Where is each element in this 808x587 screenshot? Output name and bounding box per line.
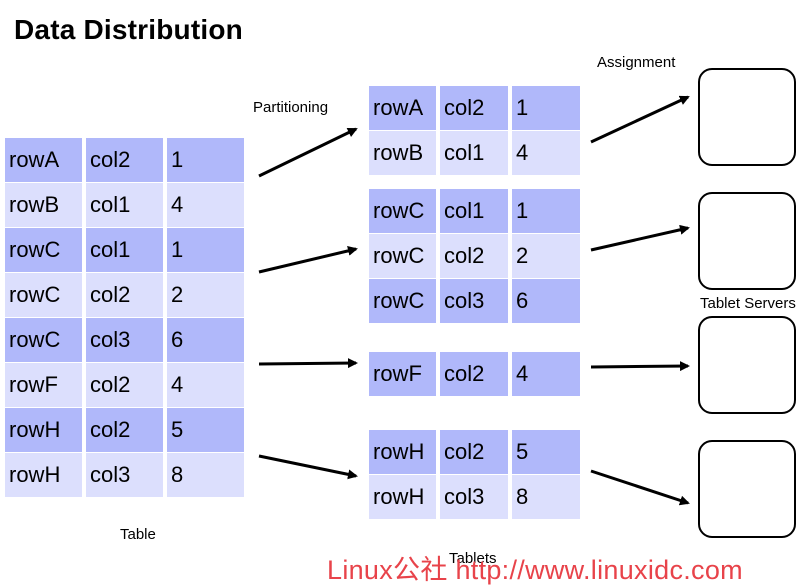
source-table: rowA col2 1 rowB col1 4 rowC col1 1 rowC…	[5, 138, 244, 497]
value-cell: 5	[512, 430, 580, 474]
tablets-label: Tablets	[449, 550, 497, 567]
row-key-cell: rowC	[5, 273, 82, 317]
value-cell: 1	[512, 86, 580, 130]
row-key-cell: rowF	[5, 363, 82, 407]
tablet-server-box	[698, 316, 796, 414]
value-cell: 2	[512, 234, 580, 278]
value-cell: 1	[167, 228, 244, 272]
assignment-arrow	[590, 224, 690, 252]
partitioning-label: Partitioning	[253, 99, 329, 116]
column-cell: col1	[440, 189, 508, 233]
tablet-3: rowF col2 4	[369, 352, 580, 396]
assignment-arrow	[590, 361, 690, 372]
row-key-cell: rowC	[5, 318, 82, 362]
value-cell: 4	[167, 183, 244, 227]
tablet-server-box	[698, 192, 796, 290]
value-cell: 8	[512, 475, 580, 519]
value-cell: 5	[167, 408, 244, 452]
column-cell: col1	[86, 183, 163, 227]
column-cell: col3	[440, 475, 508, 519]
value-cell: 2	[167, 273, 244, 317]
column-cell: col2	[440, 430, 508, 474]
value-cell: 4	[512, 352, 580, 396]
row-key-cell: rowH	[369, 475, 436, 519]
row-key-cell: rowC	[369, 279, 436, 323]
row-key-cell: rowH	[5, 453, 82, 497]
table-label: Table	[120, 526, 156, 543]
partition-arrow	[258, 245, 358, 274]
row-key-cell: rowH	[5, 408, 82, 452]
row-key-cell: rowC	[369, 189, 436, 233]
column-cell: col2	[86, 408, 163, 452]
column-cell: col2	[86, 273, 163, 317]
row-key-cell: rowA	[369, 86, 436, 130]
column-cell: col1	[86, 228, 163, 272]
tablet-1: rowA col2 1 rowB col1 4	[369, 86, 580, 175]
partition-arrow	[258, 358, 358, 369]
value-cell: 1	[167, 138, 244, 182]
column-cell: col2	[86, 363, 163, 407]
column-cell: col2	[440, 86, 508, 130]
column-cell: col1	[440, 131, 508, 175]
column-cell: col2	[440, 352, 508, 396]
assignment-label: Assignment	[597, 54, 676, 71]
column-cell: col3	[86, 453, 163, 497]
value-cell: 4	[512, 131, 580, 175]
tablet-2: rowC col1 1 rowC col2 2 rowC col3 6	[369, 189, 580, 323]
assignment-arrow	[590, 95, 690, 144]
assignment-arrow	[590, 469, 690, 506]
value-cell: 6	[512, 279, 580, 323]
partition-arrow	[258, 127, 358, 178]
tablet-4: rowH col2 5 rowH col3 8	[369, 430, 580, 519]
row-key-cell: rowB	[369, 131, 436, 175]
tablet-server-box	[698, 68, 796, 166]
column-cell: col2	[86, 138, 163, 182]
column-cell: col2	[440, 234, 508, 278]
row-key-cell: rowF	[369, 352, 436, 396]
watermark: Linux公社 http://www.linuxidc.com	[327, 555, 743, 585]
value-cell: 4	[167, 363, 244, 407]
row-key-cell: rowC	[5, 228, 82, 272]
value-cell: 1	[512, 189, 580, 233]
tablet-server-box	[698, 440, 796, 538]
tablet-servers-label: Tablet Servers	[700, 295, 796, 312]
row-key-cell: rowH	[369, 430, 436, 474]
row-key-cell: rowA	[5, 138, 82, 182]
row-key-cell: rowB	[5, 183, 82, 227]
value-cell: 8	[167, 453, 244, 497]
column-cell: col3	[86, 318, 163, 362]
row-key-cell: rowC	[369, 234, 436, 278]
partition-arrow	[258, 454, 358, 480]
diagram-title: Data Distribution	[14, 14, 243, 45]
column-cell: col3	[440, 279, 508, 323]
value-cell: 6	[167, 318, 244, 362]
